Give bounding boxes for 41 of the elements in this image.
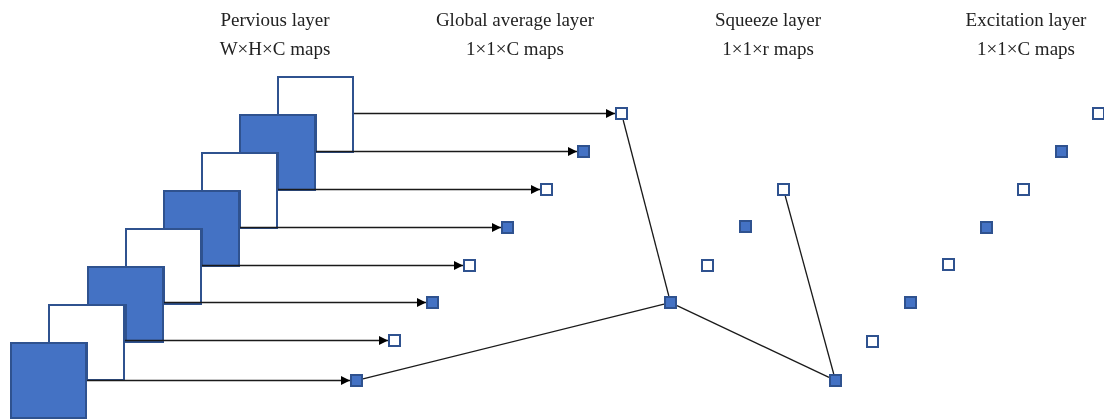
channel-square: [866, 335, 879, 348]
channel-square: [501, 221, 514, 234]
channel-square: [350, 374, 363, 387]
channel-square: [1092, 107, 1104, 120]
channel-square: [942, 258, 955, 271]
channel-square: [739, 220, 752, 233]
channel-square: [426, 296, 439, 309]
arrow: [353, 109, 616, 118]
layer-heading: 1×1×r maps: [721, 37, 815, 61]
channel-square: [777, 183, 790, 196]
connector-line: [622, 119, 670, 297]
channel-square: [615, 107, 628, 120]
arrow: [277, 185, 541, 194]
channel-square: [577, 145, 590, 158]
layer-heading: Excitation layer: [964, 8, 1088, 32]
arrow: [124, 336, 389, 345]
channel-square: [980, 221, 993, 234]
channel-square: [701, 259, 714, 272]
arrow: [201, 261, 464, 270]
channel-square: [463, 259, 476, 272]
arrow: [86, 376, 351, 385]
arrow: [239, 223, 502, 232]
channel-square: [388, 334, 401, 347]
layer-heading: W×H×C maps: [218, 37, 332, 61]
layer-heading: Squeeze layer: [714, 8, 822, 32]
channel-square: [664, 296, 677, 309]
layer-heading: 1×1×C maps: [465, 37, 565, 61]
feature-map-square: [10, 342, 87, 419]
layer-heading: Global average layer: [434, 8, 596, 32]
channel-square: [904, 296, 917, 309]
arrow: [163, 298, 427, 307]
layer-heading: Pervious layer: [219, 8, 331, 32]
channel-square: [1017, 183, 1030, 196]
connector-line: [784, 195, 835, 375]
layer-heading: 1×1×C maps: [976, 37, 1076, 61]
channel-square: [540, 183, 553, 196]
connector-line: [676, 304, 830, 379]
channel-square: [1055, 145, 1068, 158]
channel-square: [829, 374, 842, 387]
connector-line: [362, 303, 665, 380]
arrow: [315, 147, 578, 156]
